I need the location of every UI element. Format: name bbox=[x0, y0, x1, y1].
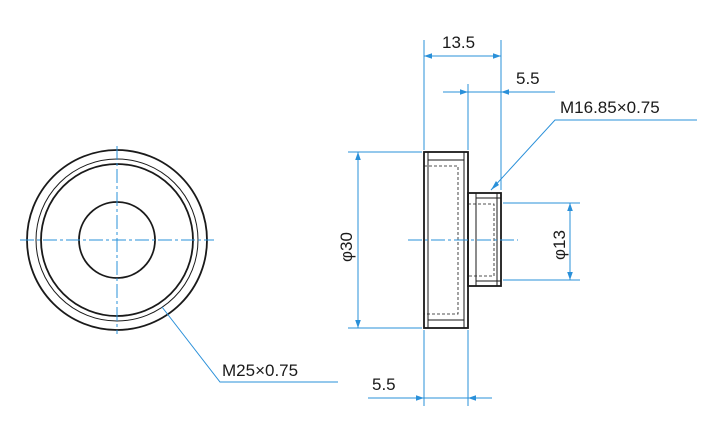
m16-thread-label: M16.85×0.75 bbox=[560, 98, 660, 117]
dim-13-5-label: 13.5 bbox=[442, 33, 475, 52]
dimensions: 13.5 5.5 M16.85×0.75 φ30 φ13 5.5 bbox=[337, 33, 697, 406]
dim-5-5-bottom-label: 5.5 bbox=[372, 375, 396, 394]
m16-leader-line bbox=[490, 119, 697, 191]
m16-leader-arrow bbox=[491, 181, 499, 190]
side-view bbox=[408, 151, 518, 329]
dim-phi30-label: φ30 bbox=[337, 232, 356, 262]
dim-5-5-top-label: 5.5 bbox=[516, 69, 540, 88]
dim-phi13-label: φ13 bbox=[550, 230, 569, 260]
m25-leader-line bbox=[161, 306, 338, 383]
m25-thread-label: M25×0.75 bbox=[222, 361, 298, 380]
front-view: M25×0.75 bbox=[20, 146, 338, 383]
